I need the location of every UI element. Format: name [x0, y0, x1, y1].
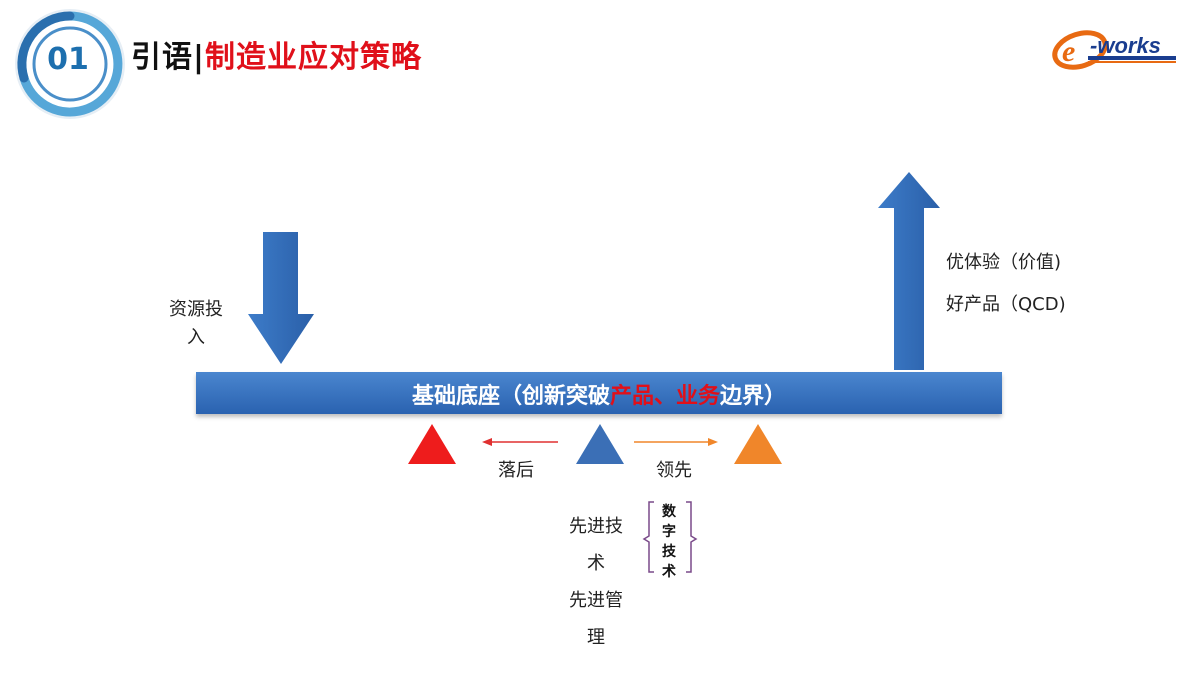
e-works-logo: e -works — [1052, 30, 1176, 70]
value-output-arrow — [878, 172, 940, 370]
resource-input-line1: 资源投 — [169, 299, 223, 320]
foundation-label-highlight: 产品、业务 — [609, 384, 720, 409]
lead-arrow — [634, 438, 718, 446]
position-indicators — [408, 424, 782, 464]
advanced-line-3: 先进管 — [569, 590, 623, 611]
digital-tech-char-3: 技 — [662, 544, 676, 560]
leading-label: 领先 — [656, 460, 692, 481]
advanced-capabilities-list: 先进技 术 先进管 理 — [560, 508, 632, 656]
logo-e: e — [1062, 35, 1075, 68]
foundation-bar — [196, 372, 1002, 414]
resource-input-line2: 入 — [187, 327, 205, 348]
foundation-label-part1: 基础底座（创新突破 — [411, 384, 610, 409]
digital-tech-label: 数 字 技 术 — [656, 502, 682, 582]
digital-tech-bracket — [642, 501, 698, 573]
logo-works-text: -works — [1090, 33, 1161, 58]
foundation-label-part2: 边界） — [720, 384, 787, 409]
leading-triangle — [734, 424, 782, 464]
advanced-line-4: 理 — [587, 627, 605, 648]
advanced-line-1: 先进技 — [569, 516, 623, 537]
title-part1: 引语 — [131, 40, 193, 75]
resource-input-label: 资源投 入 — [162, 296, 230, 352]
foundation-label: 基础底座（创新突破产品、业务边界） — [196, 378, 1002, 410]
section-number-badge — [15, 9, 125, 119]
digital-tech-char-1: 数 — [662, 504, 676, 520]
lag-arrow — [482, 438, 558, 446]
output-label-product: 好产品（QCD) — [946, 294, 1066, 315]
advanced-line-2: 术 — [587, 553, 605, 574]
title-part2: 制造业应对策略 — [204, 40, 422, 75]
lagging-label: 落后 — [498, 460, 534, 481]
digital-tech-char-4: 术 — [662, 564, 676, 580]
output-label-experience: 优体验（价值) — [946, 252, 1062, 273]
current-triangle — [576, 424, 624, 464]
title-separator: | — [193, 40, 205, 75]
lagging-triangle — [408, 424, 456, 464]
digital-tech-char-2: 字 — [662, 524, 676, 540]
badge-number: 01 — [47, 42, 89, 77]
page-title: 引语|制造业应对策略 — [131, 32, 422, 76]
resource-input-arrow — [248, 232, 314, 364]
